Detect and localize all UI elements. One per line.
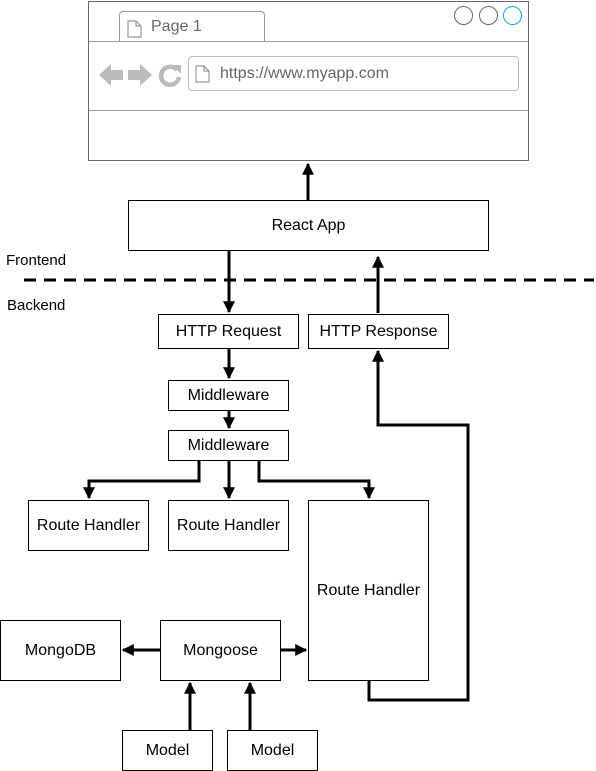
refresh-icon[interactable] [158, 63, 182, 87]
frontend-label: Frontend [6, 252, 67, 269]
route-handler-node-1[interactable]: Route Handler [28, 500, 149, 551]
edge-middleware-to-route-1 [83, 460, 201, 500]
browser-tab[interactable]: Page 1 [119, 11, 265, 42]
edge-route-3-to-response [367, 349, 470, 702]
tab-bar-divider [89, 41, 528, 42]
http-request-node[interactable]: HTTP Request [158, 314, 299, 349]
address-bar[interactable]: https://www.myapp.com [188, 56, 519, 91]
mongodb-node[interactable]: MongoDB [0, 620, 121, 681]
back-arrow-icon[interactable] [98, 63, 124, 87]
route-handler-node-3[interactable]: Route Handler [308, 500, 429, 681]
document-icon [195, 65, 210, 83]
model-node-2[interactable]: Model [227, 730, 318, 771]
browser-window: Page 1 https://www.myapp.com [88, 1, 529, 161]
http-response-node[interactable]: HTTP Response [308, 314, 449, 349]
react-app-node[interactable]: React App [128, 200, 489, 251]
window-button-minimize[interactable] [454, 6, 473, 25]
window-button-maximize[interactable] [479, 6, 498, 25]
document-icon [127, 20, 142, 38]
model-node-1[interactable]: Model [122, 730, 213, 771]
mongoose-node[interactable]: Mongoose [160, 620, 281, 681]
middleware-node-1[interactable]: Middleware [168, 380, 289, 411]
backend-label: Backend [7, 297, 66, 314]
window-button-close[interactable] [503, 6, 522, 25]
forward-arrow-icon[interactable] [127, 63, 153, 87]
route-handler-node-2[interactable]: Route Handler [168, 500, 289, 551]
edge-middleware-to-route-3 [257, 460, 375, 500]
url-text: https://www.myapp.com [220, 65, 389, 82]
tab-title: Page 1 [151, 18, 202, 35]
toolbar-divider [89, 110, 528, 111]
middleware-node-2[interactable]: Middleware [168, 430, 289, 461]
